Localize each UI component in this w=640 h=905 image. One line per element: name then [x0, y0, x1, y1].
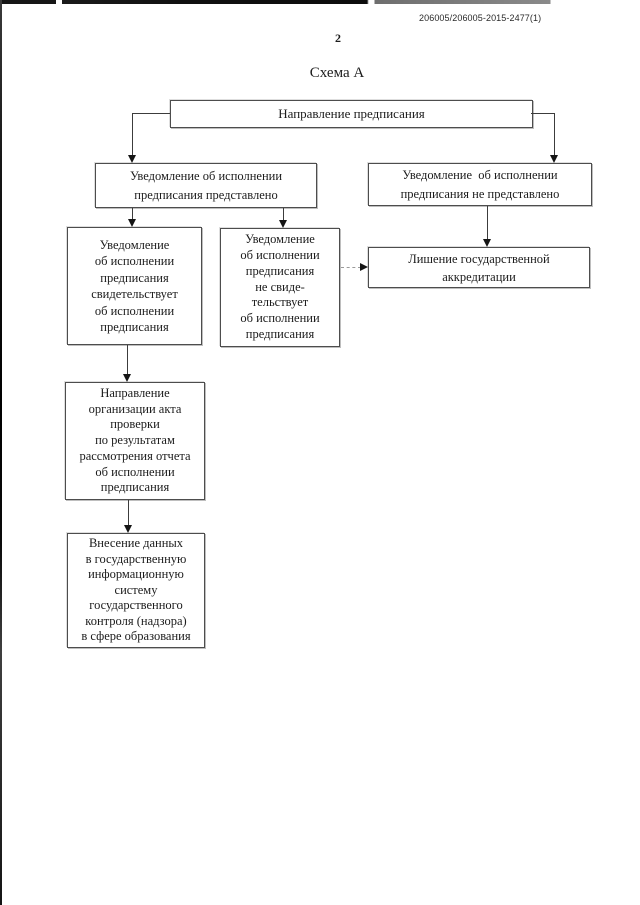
node-order-direction: Направление предписания [170, 100, 533, 128]
arrowhead-down-into-notice-confirms [128, 219, 136, 227]
connector-top-to-right-vertical [554, 113, 555, 156]
node-data-entry-gis: Внесение данных в государственную информ… [67, 533, 205, 648]
connector-top-to-left-vertical [132, 113, 133, 156]
node-accreditation-revocation: Лишение государственной аккредитации [368, 247, 590, 288]
scan-artifact-top-edge [0, 0, 592, 4]
node-notice-submitted: Уведомление об исполнении предписания пр… [95, 163, 317, 208]
node-inspection-act: Направление организации акта проверки по… [65, 382, 205, 500]
connector-not-confirms-to-revocation [341, 267, 361, 268]
connector-confirms-to-inspection-act [127, 345, 128, 376]
connector-submitted-to-confirms [132, 208, 133, 221]
connector-top-to-left-horizontal [132, 113, 170, 114]
arrowhead-down-into-inspection-act [123, 374, 131, 382]
connector-top-to-right-horizontal [531, 113, 555, 114]
diagram-title: Схема А [309, 65, 365, 81]
node-notice-confirms-compliance: Уведомление об исполнении предписания св… [67, 227, 202, 345]
connector-inspection-act-to-data-entry [128, 500, 129, 527]
node-notice-not-submitted: Уведомление об исполнении предписания не… [368, 163, 592, 206]
page-number: 2 [335, 31, 341, 45]
arrowhead-down-into-notice-not-submitted [550, 155, 558, 163]
arrowhead-down-into-notice-submitted [128, 155, 136, 163]
connector-not-submitted-to-revocation [487, 206, 488, 241]
connector-submitted-to-not-confirms [283, 208, 284, 222]
arrowhead-right-into-revocation [360, 263, 368, 271]
arrowhead-down-into-notice-not-confirms [279, 220, 287, 228]
document-number: 206005/206005-2015-2477(1) [419, 13, 542, 23]
scan-artifact-left-edge [0, 0, 2, 905]
node-notice-not-confirm-compliance: Уведомление об исполнении предписания не… [220, 228, 340, 347]
arrowhead-down-into-revocation [483, 239, 491, 247]
arrowhead-down-into-data-entry [124, 525, 132, 533]
